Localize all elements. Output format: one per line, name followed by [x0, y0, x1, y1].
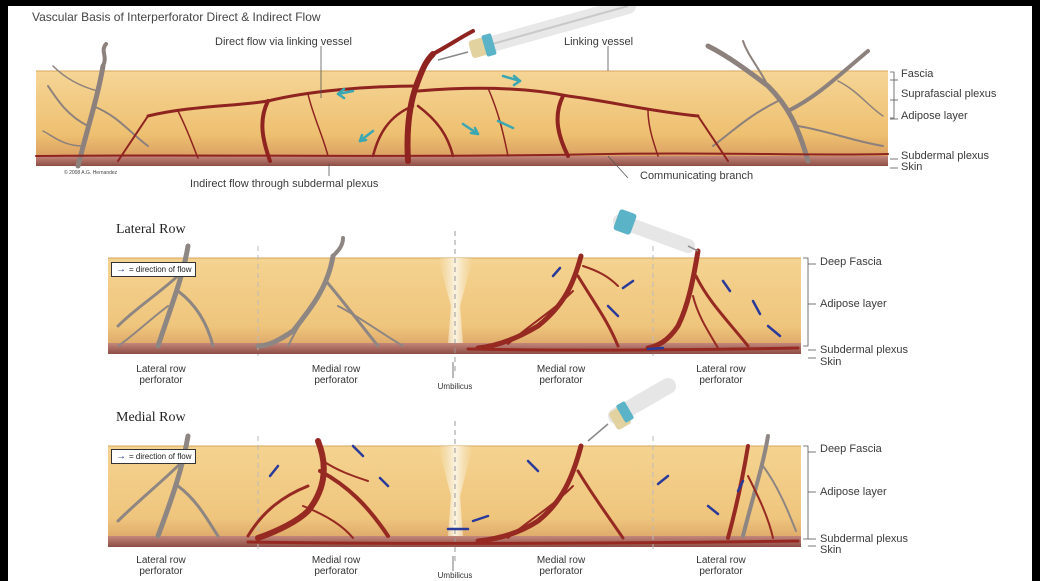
- medial-syringe: [588, 386, 668, 441]
- figure-frame: Vascular Basis of Interperforator Direct…: [8, 6, 1032, 581]
- copyright-text: © 2008 A.G. Hernandez: [64, 170, 117, 176]
- lateral-row-title: Lateral Row: [116, 222, 186, 238]
- lateral-side-subdermal: Subdermal plexus: [820, 344, 908, 356]
- lateral-side-deep-fascia: Deep Fascia: [820, 256, 882, 268]
- medial-side-skin: Skin: [820, 544, 841, 556]
- medial-umbilicus-label: Umbilicus: [420, 570, 490, 581]
- lateral-side-adipose: Adipose layer: [820, 298, 887, 310]
- medial-legend-text: = direction of flow: [129, 452, 191, 461]
- label-direct-flow: Direct flow via linking vessel: [215, 36, 352, 48]
- figure-title: Vascular Basis of Interperforator Direct…: [32, 10, 321, 24]
- lateral-legend-text: = direction of flow: [129, 265, 191, 274]
- medial-row-title: Medial Row: [116, 410, 186, 426]
- lateral-side-skin: Skin: [820, 356, 841, 368]
- label-communicating-branch: Communicating branch: [640, 170, 753, 182]
- medial-legend: → = direction of flow: [111, 449, 196, 464]
- label-linking-vessel: Linking vessel: [564, 36, 633, 48]
- label-indirect-flow: Indirect flow through subdermal plexus: [190, 178, 378, 190]
- medial-side-deep-fascia: Deep Fascia: [820, 443, 882, 455]
- top-adipose-layer: [36, 71, 888, 161]
- arrow-icon: →: [116, 451, 125, 462]
- lateral-syringe: [613, 209, 698, 251]
- medial-side-adipose: Adipose layer: [820, 486, 887, 498]
- top-skin-band: [36, 156, 888, 166]
- side-label-suprafascial: Suprafascial plexus: [901, 88, 996, 100]
- arrow-icon: →: [116, 264, 125, 275]
- lateral-row-panel: [108, 209, 816, 378]
- top-panel: [36, 6, 898, 178]
- side-label-fascia: Fascia: [901, 68, 933, 80]
- lateral-legend: → = direction of flow: [111, 262, 196, 277]
- lateral-umbilicus-label: Umbilicus: [420, 381, 490, 392]
- medial-row-panel: [108, 386, 816, 571]
- side-label-adipose: Adipose layer: [901, 110, 968, 122]
- side-label-skin: Skin: [901, 161, 922, 173]
